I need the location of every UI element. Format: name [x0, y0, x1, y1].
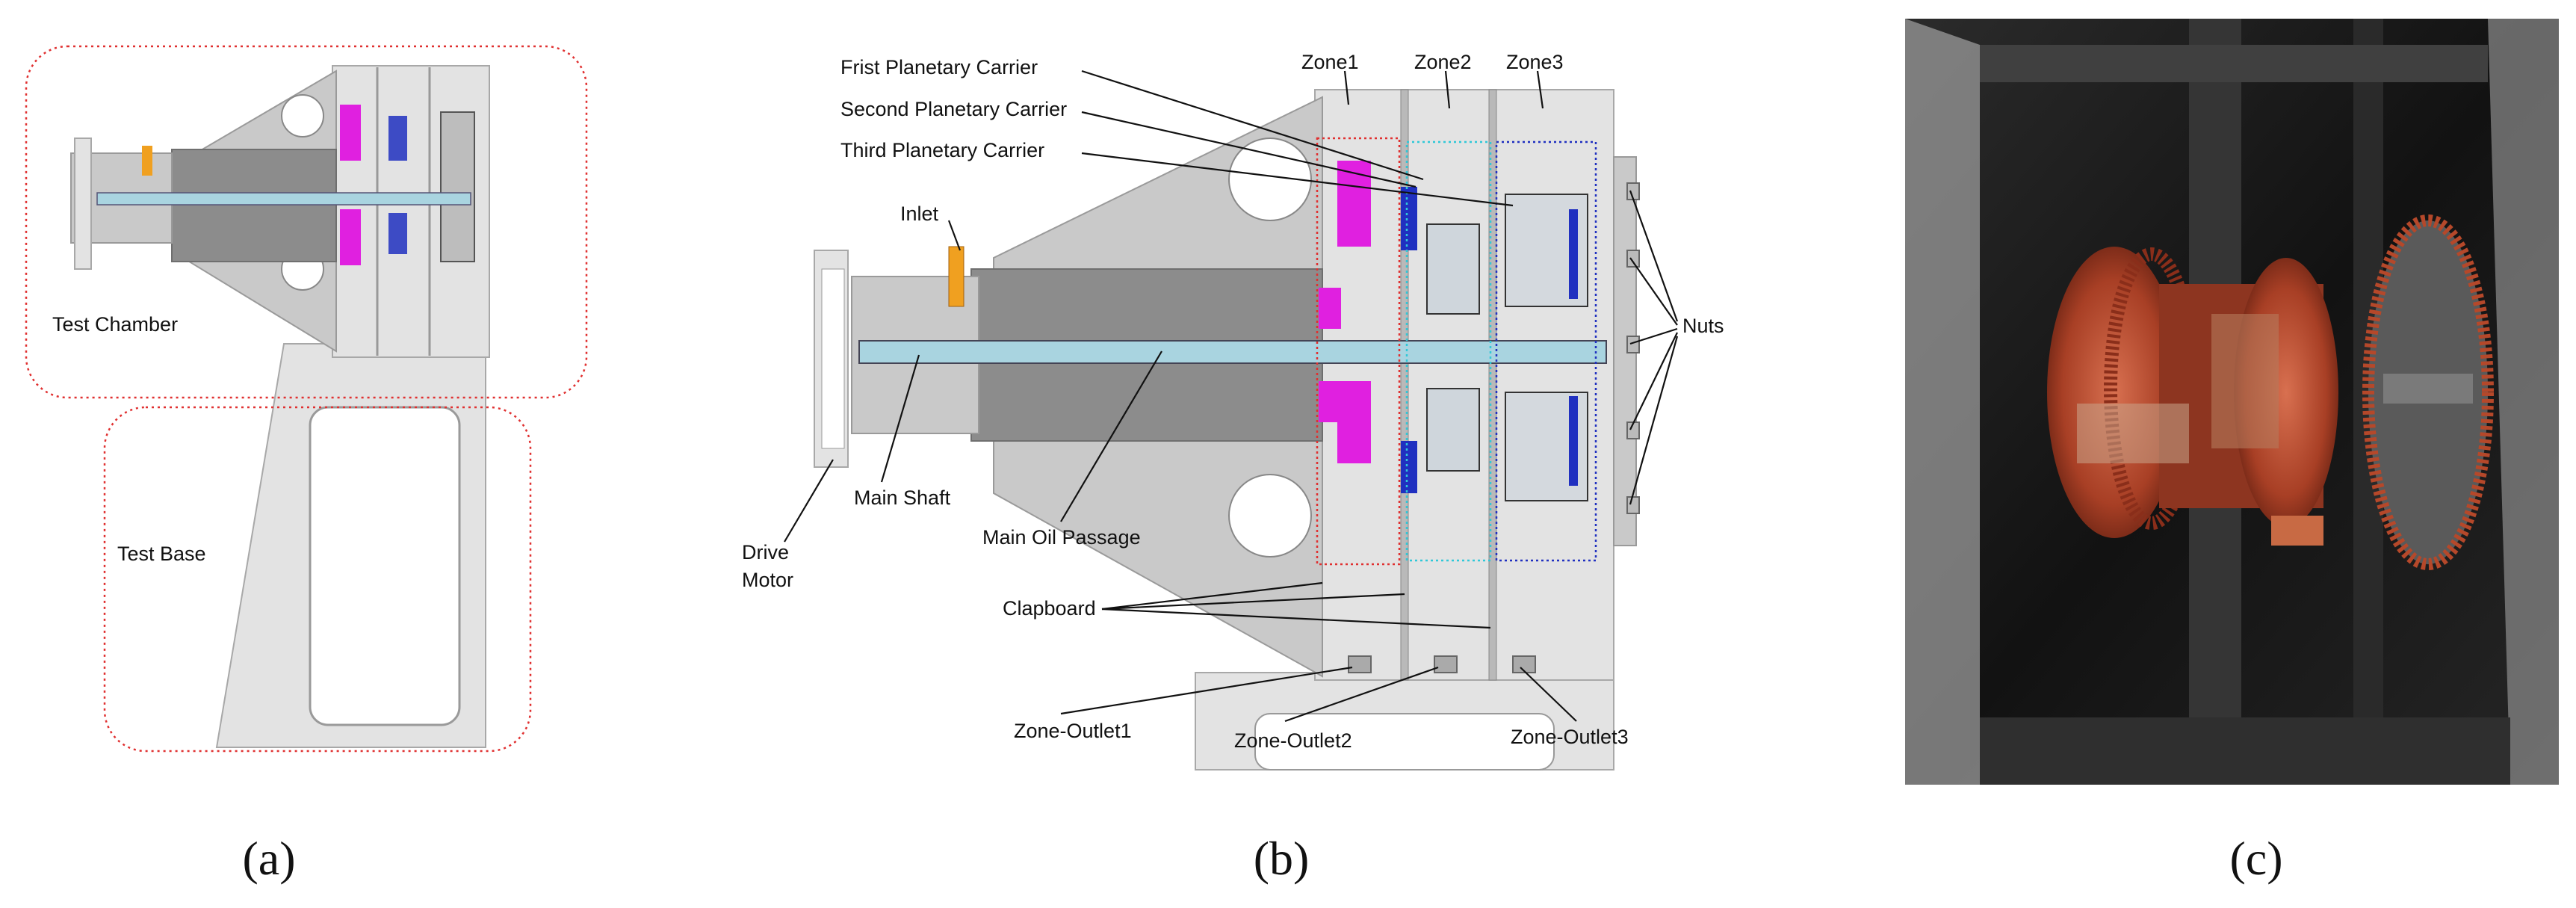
test-chamber-zone	[25, 45, 588, 399]
label-zone3: Zone3	[1506, 51, 1564, 73]
zone-outlets	[1348, 655, 1536, 673]
main-shaft-b	[858, 340, 1607, 364]
label-frist-planetary-carrier: Frist Planetary Carrier	[840, 56, 1038, 78]
test-base-label: Test Base	[117, 543, 206, 565]
inlet-port	[948, 246, 965, 307]
label-zone-outlet3: Zone-Outlet3	[1511, 726, 1629, 748]
caption-c: (c)	[2229, 832, 2282, 885]
label-nuts: Nuts	[1682, 315, 1724, 337]
label-drive-motor-line1: Drive	[742, 541, 789, 563]
label-inlet: Inlet	[900, 203, 939, 225]
clapboard-1	[1400, 89, 1409, 681]
nuts	[1626, 182, 1640, 514]
label-zone-outlet1: Zone-Outlet1	[1014, 720, 1132, 742]
label-second-planetary-carrier: Second Planetary Carrier	[840, 98, 1067, 120]
drive-motor-a	[171, 149, 337, 262]
label-zone-outlet2: Zone-Outlet2	[1234, 729, 1352, 752]
zone2-box	[1405, 140, 1492, 562]
panel-a-diagram: Test Chamber Test Base	[25, 45, 588, 753]
panel-c-photo	[1905, 19, 2559, 785]
caption-a: (a)	[242, 832, 295, 885]
label-third-planetary-carrier: Third Planetary Carrier	[840, 139, 1044, 161]
label-zone2: Zone2	[1414, 51, 1472, 73]
label-drive-motor-line2: Motor	[742, 569, 793, 591]
zone1-box	[1316, 137, 1401, 566]
panel-b-diagram: Frist Planetary Carrier Second Planetary…	[742, 51, 1724, 770]
label-main-shaft: Main Shaft	[854, 487, 951, 509]
label-clapboard: Clapboard	[1003, 597, 1096, 620]
clapboard-2	[1488, 89, 1497, 681]
main-shaft-a	[96, 192, 471, 206]
test-base-zone	[103, 406, 532, 753]
label-zone1: Zone1	[1301, 51, 1359, 73]
label-main-oil-passage: Main Oil Passage	[982, 526, 1141, 549]
test-chamber-label: Test Chamber	[52, 313, 178, 336]
test-base-window	[309, 406, 461, 726]
caption-b: (b)	[1254, 832, 1310, 885]
planetary-gear-left	[2047, 247, 2182, 538]
zone3-box	[1495, 140, 1597, 562]
